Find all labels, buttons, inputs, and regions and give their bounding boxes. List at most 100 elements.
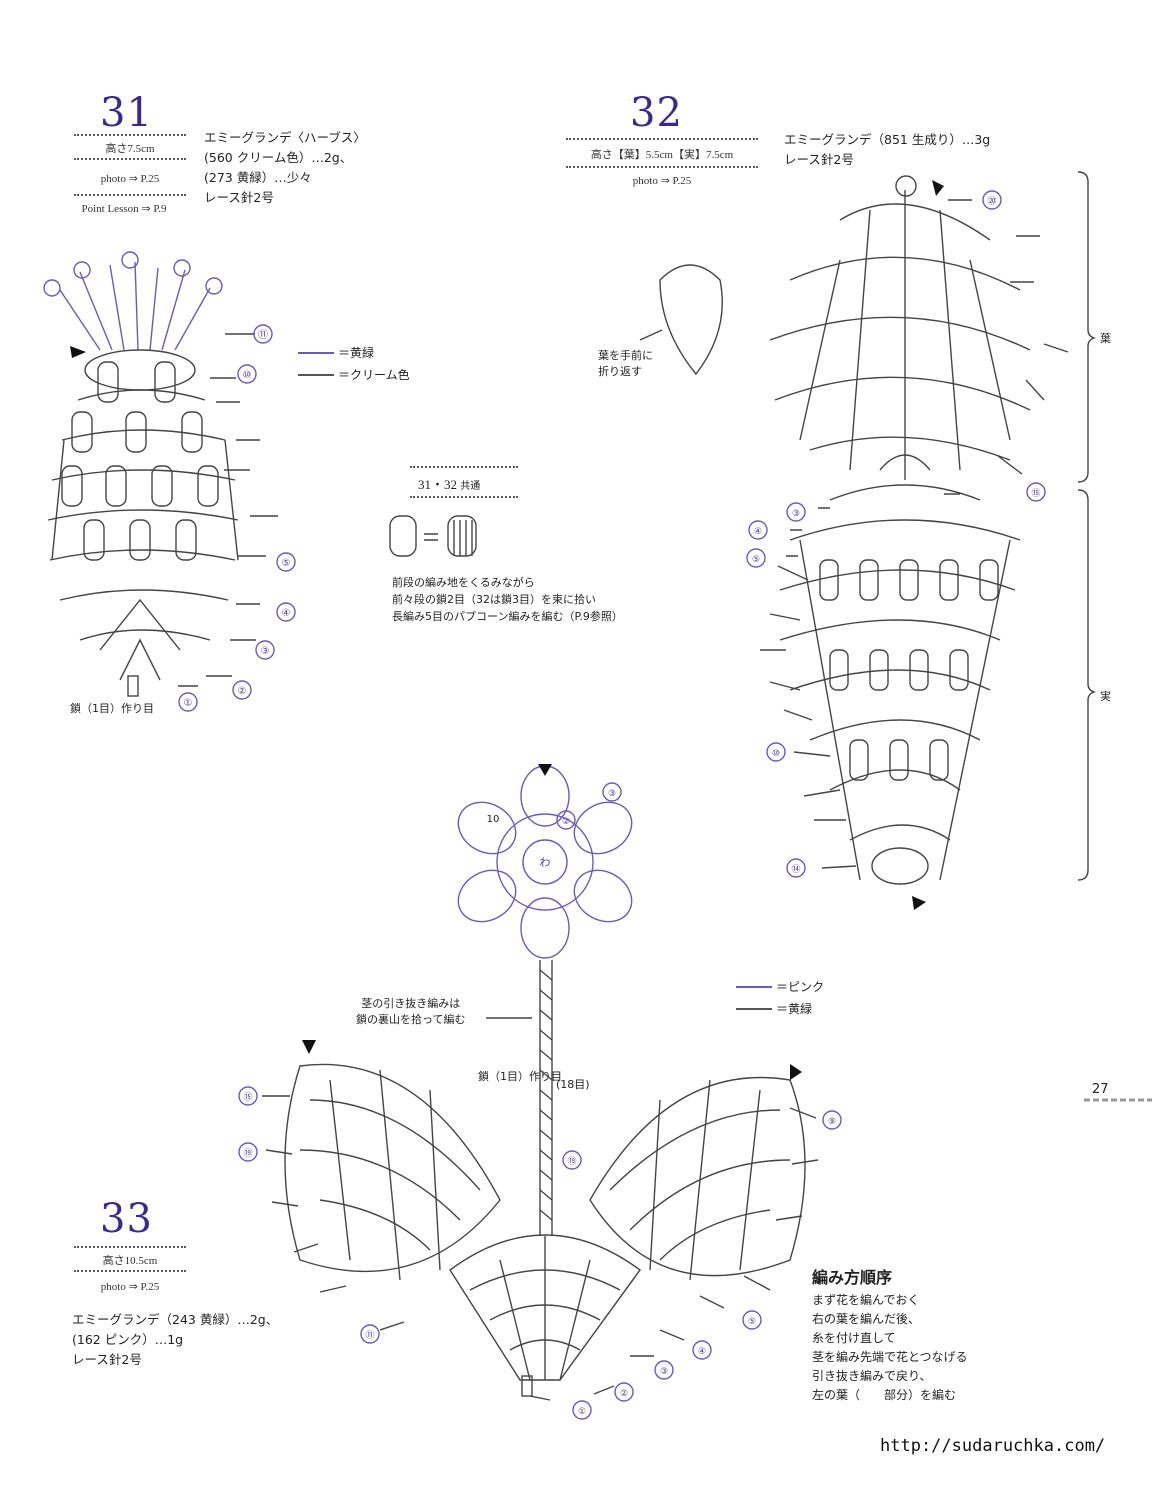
leaf-side-label: 葉 [1100, 332, 1111, 345]
pattern-32-number: 32 [630, 90, 683, 136]
round-label-15: ⑮ [243, 1092, 252, 1103]
left-leaf-marker [302, 1040, 316, 1054]
flower-ring-label: わ [540, 856, 551, 869]
step-line: 引き抜き編みで戻り、 [812, 1369, 932, 1383]
legend-yellow-label: ＝黄緑 [776, 1002, 813, 1016]
step-line: 右の葉を編んだ後、 [812, 1312, 921, 1326]
arrows-33 [262, 1095, 819, 1401]
divider [74, 194, 186, 196]
round-label-1: ① [184, 698, 193, 709]
flower-round-3: ③ [608, 789, 616, 799]
round-label-11: ⑪ [365, 1330, 374, 1341]
round-label-9: ⑨ [828, 1117, 836, 1127]
pattern-31-materials: エミーグランデ〈ハーブス〉 (560 クリーム色）…2g、 (273 黄緑）…少… [204, 128, 366, 208]
pattern-31-number: 31 [100, 90, 153, 136]
material-line: レース針2号 [784, 152, 854, 167]
stem-count: (18目) [556, 1078, 590, 1091]
round-label-3: ③ [660, 1367, 668, 1377]
source-url: http://sudaruchka.com/ [880, 1436, 1106, 1456]
pattern-32-materials: エミーグランデ（851 生成り）…3g レース針2号 [784, 130, 990, 170]
fold-leaf-diagram [639, 264, 723, 376]
stem [486, 960, 553, 1236]
round-label-19: ⑲ [243, 1148, 252, 1159]
material-line: レース針2号 [72, 1352, 142, 1367]
round-label-3: ③ [261, 646, 270, 657]
divider [566, 138, 758, 140]
round-label-4: ④ [754, 527, 762, 537]
pattern-32-photo: photo ⇒ P.25 [632, 175, 692, 187]
round-labels-32: ⑳ ⑮ ③ ④ ⑤ ⑩ ⑭ [746, 190, 1046, 878]
step-line: 糸を付け直して [812, 1331, 896, 1345]
divider [410, 496, 518, 498]
end-marker [912, 896, 926, 910]
steps-box: 編み方順序 まず花を編んでおく 右の葉を編んだ後、 糸を付け直して 茎を編み先端… [812, 1268, 968, 1405]
fold-note-line: 葉を手前に [598, 349, 653, 362]
legend-cream-line [298, 374, 334, 376]
round-label-5: ⑤ [752, 555, 760, 565]
round-label-10: ⑩ [243, 370, 252, 381]
round-label-10: ⑩ [772, 749, 780, 759]
common-note-line: 前々段の鎖2目（32は鎖3目）を束に拾い [392, 593, 596, 606]
material-line: レース針2号 [204, 190, 274, 205]
start-note-33: 鎖（1目）作り目 [478, 1070, 562, 1083]
leaf-base [449, 1234, 641, 1397]
common-note-line: 長編み5目のパプコーン編みを編む（P.9参照） [392, 610, 623, 623]
material-line: エミーグランデ〈ハーブス〉 [204, 130, 366, 145]
legend-pink-label: ＝ピンク [776, 980, 825, 994]
material-line: (162 ピンク）…1g [72, 1332, 184, 1347]
pattern-33-photo: photo ⇒ P.25 [100, 1281, 160, 1293]
step-line: 左の葉（ 部分）を編む [812, 1388, 957, 1402]
divider [410, 466, 518, 468]
material-line: (560 クリーム色）…2g、 [204, 150, 353, 165]
round-label-2: ② [620, 1389, 628, 1399]
stem-note-line: 茎の引き抜き編みは [361, 997, 461, 1010]
page-number: 27 [1092, 1082, 1109, 1097]
pattern-31-chart: ⑪ ⑩ ⑤ ④ ③ ② ① [43, 251, 296, 712]
pattern-32-leaf [769, 175, 1031, 480]
pattern-33-number: 33 [100, 1196, 153, 1242]
start-marker [538, 764, 552, 776]
legend-cream-label: ＝クリーム色 [338, 368, 410, 382]
bracket-32 [1077, 171, 1097, 881]
round-label-3: ③ [792, 509, 800, 519]
common-sub: 共通 [460, 481, 481, 492]
flower-round-2: ② [562, 817, 570, 827]
round-label-4: ④ [698, 1347, 706, 1357]
common-note-line: 前段の編み地をくるみながら [392, 576, 535, 589]
material-line: エミーグランデ（243 黄緑）…2g、 [72, 1312, 279, 1327]
divider [74, 158, 186, 160]
pattern-32-fruit [779, 484, 1021, 885]
legend-pink-line [736, 986, 772, 988]
start-marker [70, 346, 86, 358]
common-title-text: 31・32 [418, 477, 458, 492]
round-label-1: ① [578, 1407, 586, 1417]
petals [457, 765, 633, 959]
fold-note: 葉を手前に 折り返す [598, 348, 653, 380]
step-line: 茎を編み先端で花とつなげる [812, 1350, 968, 1364]
left-leaf [284, 1063, 501, 1281]
start-note-31: 鎖（1目）作り目 [70, 702, 154, 715]
material-line: (273 黄緑）…少々 [204, 170, 312, 185]
round-label-19b: ⑲ [567, 1156, 576, 1167]
round-labels-31: ⑪ ⑩ ⑤ ④ ③ ② ① [178, 324, 296, 712]
arrows-32 [760, 199, 1069, 869]
pattern-31-photo: photo ⇒ P.25 [100, 173, 160, 185]
round-label-4: ④ [282, 608, 291, 619]
pattern-32-spec: 高さ【葉】5.5cm【実】7.5cm [590, 149, 734, 161]
arrows-31 [178, 333, 278, 687]
material-line: エミーグランデ（851 生成り）…3g [784, 132, 991, 147]
divider [74, 1246, 186, 1248]
right-leaf-marker [790, 1064, 802, 1080]
divider [566, 166, 758, 168]
leaf-crown [43, 251, 223, 351]
round-label-5: ⑤ [748, 1317, 756, 1327]
round-label-5: ⑤ [282, 558, 291, 569]
round-label-11: ⑪ [258, 329, 268, 341]
common-note: 前段の編み地をくるみながら 前々段の鎖2目（32は鎖3目）を束に拾い 長編み5目… [392, 574, 623, 625]
round-labels-33: ⑮ ⑲ ⑪ ⑨ ⑤ ④ ③ ② ① ⑲ [238, 1086, 842, 1420]
step-line: まず花を編んでおく [812, 1293, 920, 1307]
legend-yellow-line [298, 352, 334, 354]
legend-yellow-label: ＝黄緑 [338, 346, 375, 360]
common-title: 31・32 共通 [418, 474, 480, 493]
